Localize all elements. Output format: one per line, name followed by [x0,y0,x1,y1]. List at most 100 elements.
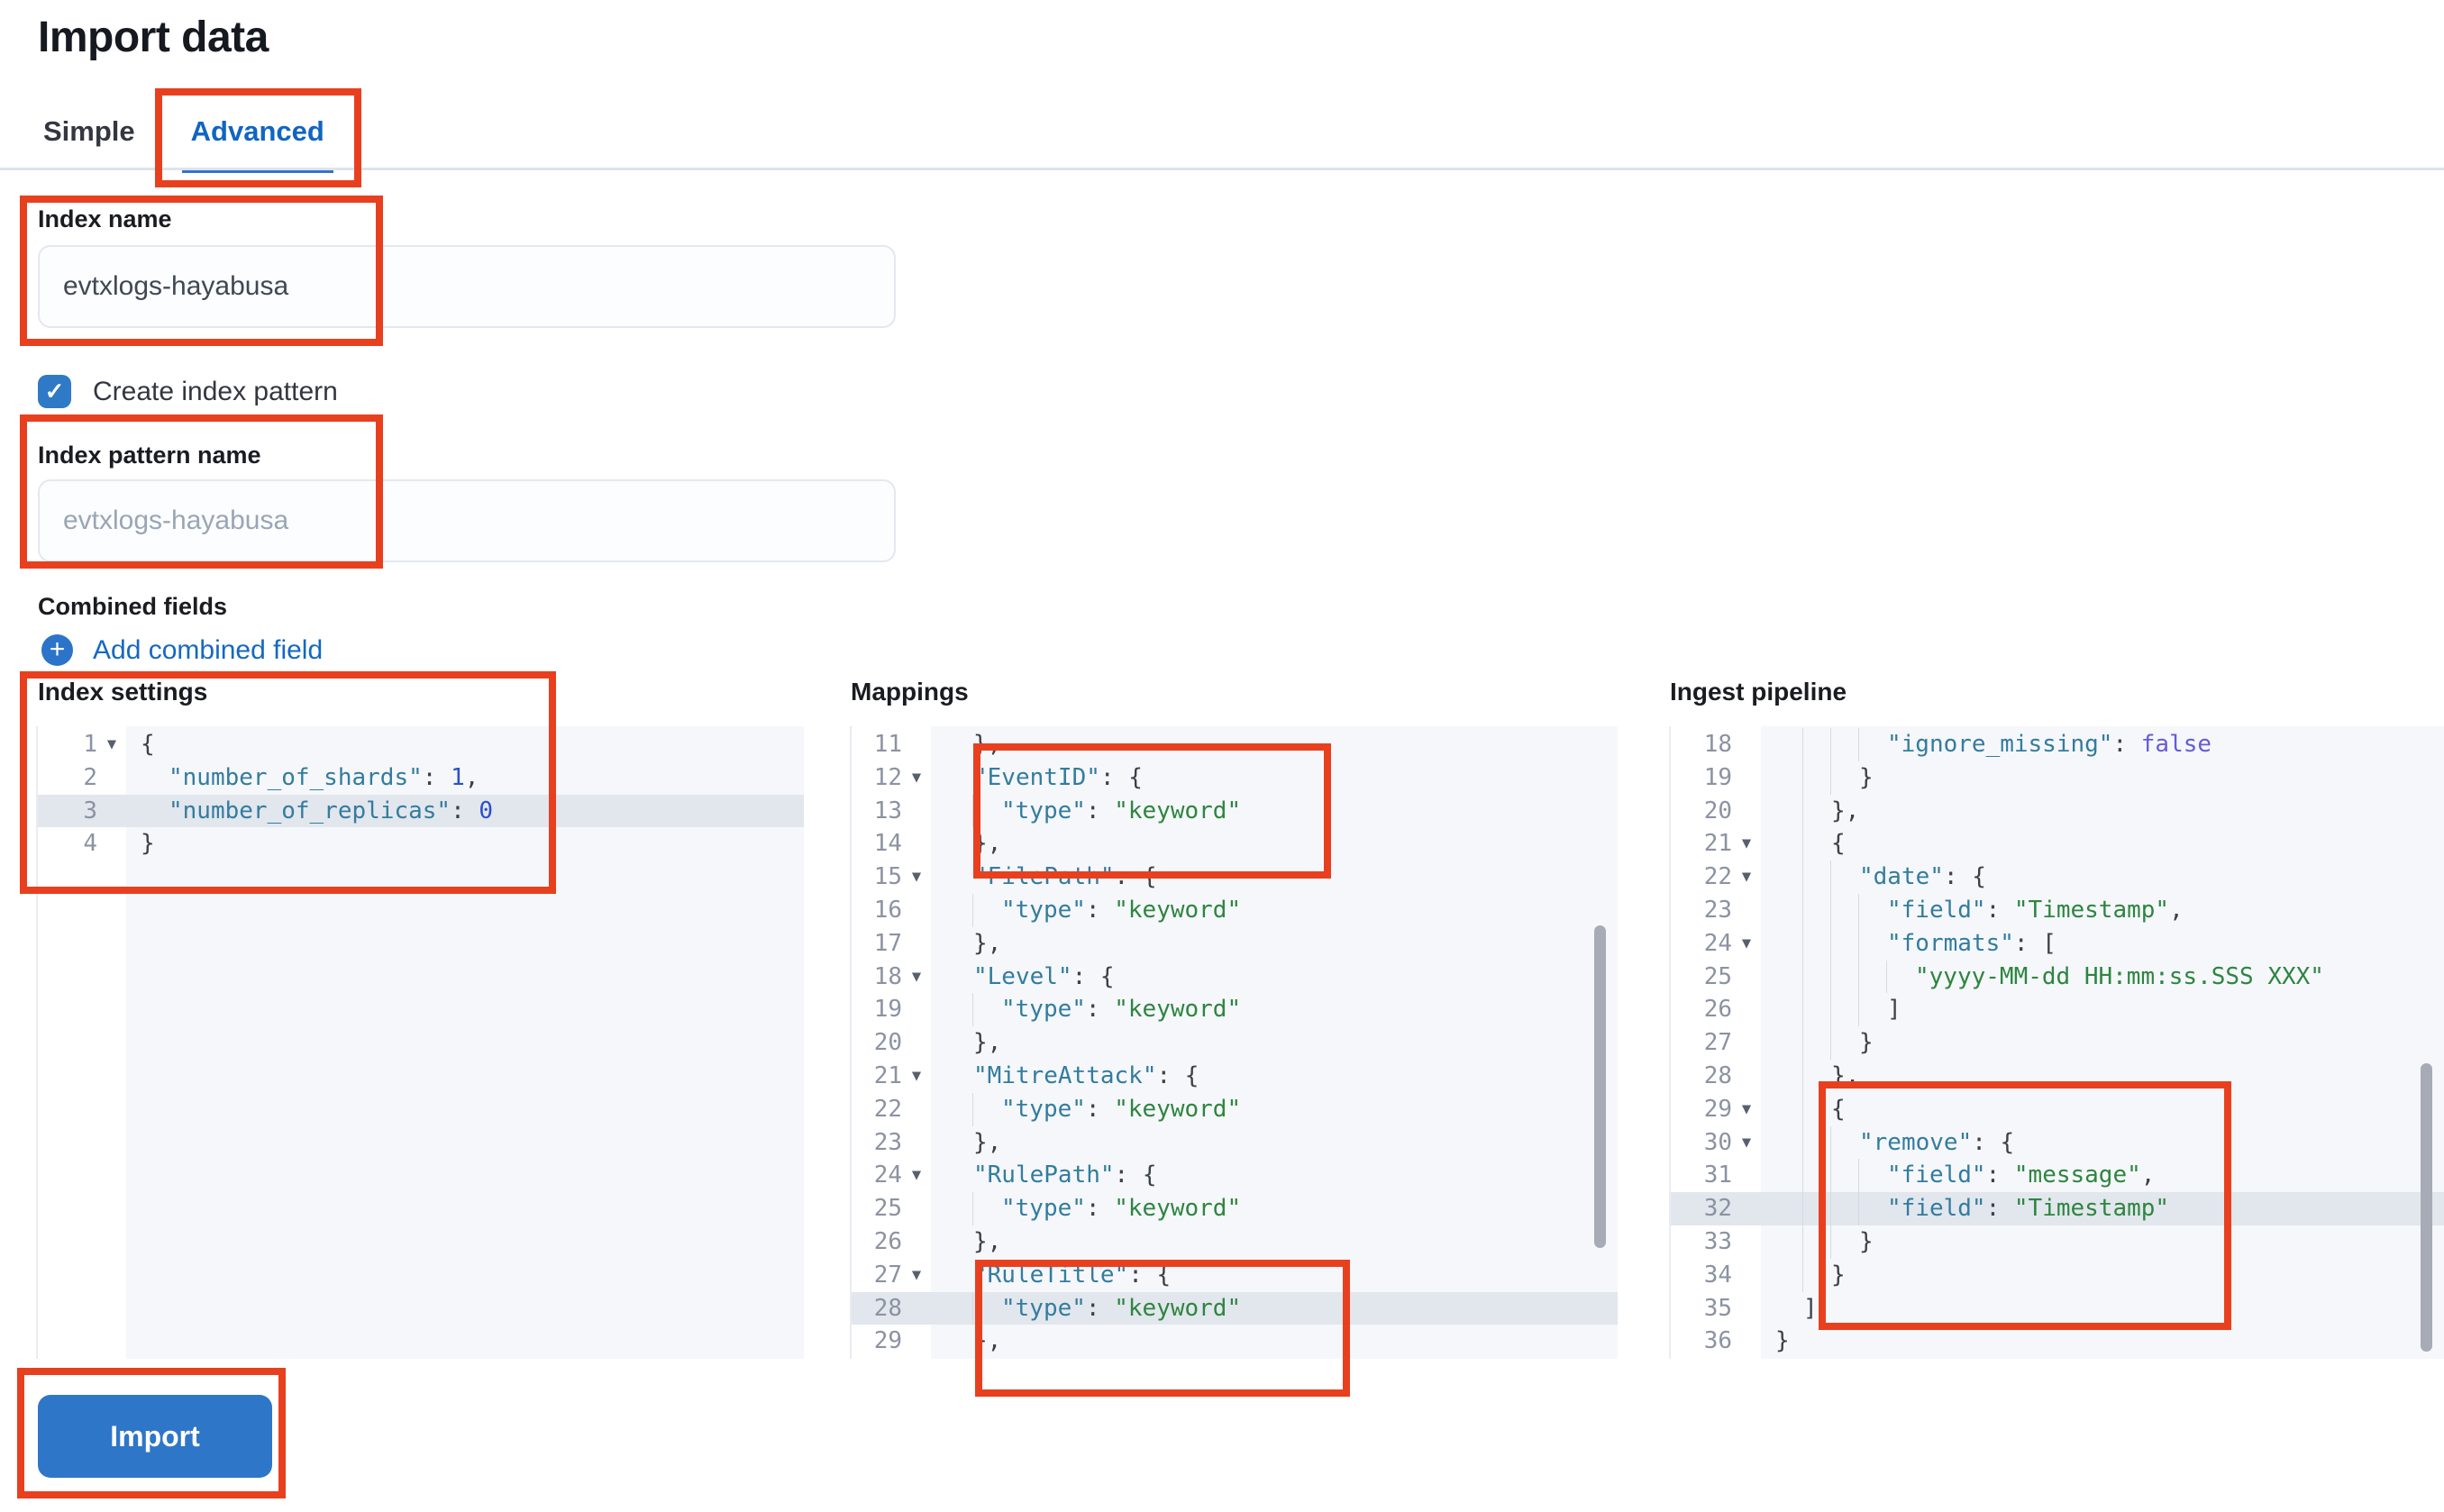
line-number: 22 [1703,863,1732,891]
code-line: 1▼{ [38,728,804,761]
code-line: 12▼"EventID": { [852,761,1618,795]
line-number: 28 [1703,1061,1732,1089]
line-number: 29 [873,1327,902,1355]
line-number: 20 [873,1029,902,1057]
line-number: 27 [873,1261,902,1289]
line-number: 12 [873,763,902,791]
index-name-input[interactable] [38,245,896,328]
code-line: 18"ignore_missing": false [1671,728,2444,761]
index-settings-editor[interactable]: 1▼{2"number_of_shards": 1,3"number_of_re… [36,726,804,1359]
code-line: 22▼"date": { [1671,861,2444,894]
code-line: 25"yyyy-MM-dd HH:mm:ss.SSS XXX" [1671,960,2444,994]
code-line: 26}, [852,1225,1618,1259]
line-number: 26 [873,1227,902,1255]
fold-arrow-icon[interactable]: ▼ [1741,834,1752,853]
line-number: 21 [873,1061,902,1089]
fold-arrow-icon[interactable]: ▼ [911,1265,922,1284]
line-number: 32 [1703,1195,1732,1223]
tab-divider [0,168,2444,170]
plus-circle-icon: + [41,634,73,666]
code-line: 19} [1671,761,2444,795]
code-line: 11}, [852,728,1618,761]
fold-arrow-icon[interactable]: ▼ [911,1066,922,1085]
code-line: 30▼"remove": { [1671,1125,2444,1160]
index-pattern-name-label: Index pattern name [38,442,261,469]
mappings-editor[interactable]: 11},12▼"EventID": {13"type": "keyword"14… [850,726,1618,1359]
code-line: 31"field": "message", [1671,1159,2444,1193]
line-number: 25 [873,1195,902,1223]
code-line: 23"field": "Timestamp", [1671,893,2444,927]
line-number: 4 [83,830,97,858]
line-number: 23 [873,1128,902,1156]
code-line: 15▼"FilePath": { [852,861,1618,894]
index-name-label: Index name [38,205,172,232]
line-number: 13 [873,797,902,824]
code-line: 33} [1671,1225,2444,1259]
line-number: 11 [873,731,902,758]
line-number: 19 [873,996,902,1024]
add-combined-field-label: Add combined field [93,634,324,665]
code-line: 34} [1671,1258,2444,1292]
code-line: 4} [38,827,804,861]
line-number: 25 [1703,962,1732,990]
code-line: 13"type": "keyword" [852,794,1618,828]
combined-fields-label: Combined fields [38,593,228,620]
tab-simple[interactable]: Simple [43,115,135,147]
code-line: 20}, [852,1026,1618,1060]
fold-arrow-icon[interactable]: ▼ [911,967,922,986]
line-number: 23 [1703,896,1732,924]
code-line: 22"type": "keyword" [852,1092,1618,1126]
code-line: 27} [1671,1026,2444,1060]
editor-gutter [1671,726,1761,1359]
index-pattern-name-input[interactable] [38,479,896,562]
code-line: 32"field": "Timestamp" [1671,1192,2444,1225]
line-number: 1 [83,731,97,758]
code-line: 36} [1671,1325,2444,1358]
create-index-pattern-checkbox[interactable]: ✓ [38,375,71,408]
code-line: 29}, [852,1325,1618,1359]
code-line: 29▼{ [1671,1092,2444,1126]
line-number: 35 [1703,1294,1732,1322]
fold-arrow-icon[interactable]: ▼ [1741,868,1752,887]
line-number: 28 [873,1294,902,1322]
fold-arrow-icon[interactable]: ▼ [911,868,922,887]
code-line: 16"type": "keyword" [852,893,1618,927]
line-number: 19 [1703,763,1732,791]
line-number: 3 [83,797,97,824]
code-line: 24▼"RulePath": { [852,1159,1618,1193]
line-number: 14 [873,830,902,858]
tab-advanced[interactable]: Advanced [181,115,334,173]
code-line: 19"type": "keyword" [852,993,1618,1027]
import-button[interactable]: Import [38,1395,272,1478]
fold-arrow-icon[interactable]: ▼ [1741,1133,1752,1152]
code-line: 20}, [1671,794,2444,828]
line-number: 29 [1703,1095,1732,1123]
ingest-pipeline-scrollbar[interactable] [2421,1063,2432,1352]
code-line: 27▼"RuleTitle": { [852,1258,1618,1292]
checkmark-icon: ✓ [44,378,65,405]
add-combined-field-button[interactable]: + Add combined field [41,634,323,666]
fold-arrow-icon[interactable]: ▼ [1741,934,1752,952]
code-line: 17}, [852,926,1618,961]
mappings-scrollbar[interactable] [1594,925,1606,1248]
line-number: 16 [873,896,902,924]
code-line: 23}, [852,1125,1618,1160]
code-line: 28"type": "keyword" [852,1291,1618,1325]
fold-arrow-icon[interactable]: ▼ [106,735,117,753]
line-number: 36 [1703,1327,1732,1355]
code-line: 25"type": "keyword" [852,1192,1618,1225]
fold-arrow-icon[interactable]: ▼ [1741,1099,1752,1118]
line-number: 33 [1703,1227,1732,1255]
line-number: 34 [1703,1261,1732,1289]
line-number: 17 [873,929,902,957]
line-number: 22 [873,1095,902,1123]
fold-arrow-icon[interactable]: ▼ [911,768,922,787]
create-index-pattern-label: Create index pattern [93,376,338,406]
index-settings-label: Index settings [38,678,208,706]
code-line: 3"number_of_replicas": 0 [38,794,804,828]
code-line: 26] [1671,993,2444,1027]
code-line: 14}, [852,827,1618,861]
fold-arrow-icon[interactable]: ▼ [911,1166,922,1185]
line-number: 24 [873,1161,902,1189]
